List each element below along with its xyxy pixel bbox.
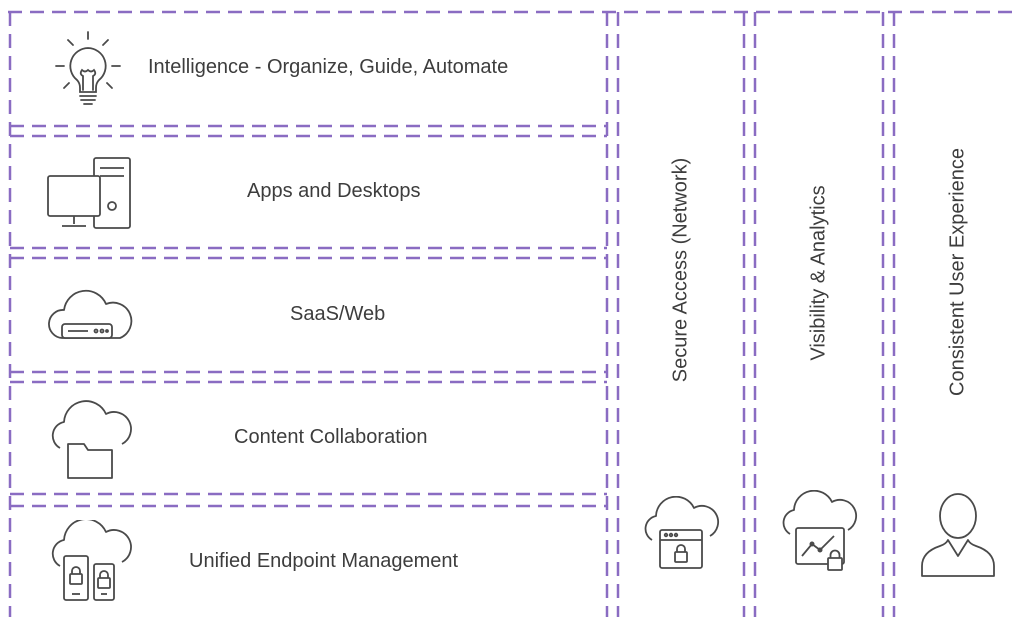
lightbulb-icon [55, 31, 121, 105]
layer-label-content: Content Collaboration [234, 426, 428, 448]
user-icon [921, 493, 995, 577]
cloud-devices-lock-icon [51, 520, 132, 601]
layer-label-intelligence: Intelligence - Organize, Guide, Automate [148, 56, 509, 78]
pillar-label-visibility: Visibility & Analytics [807, 185, 830, 361]
cloud-chart-lock-icon [782, 490, 857, 571]
layer-label-saas: SaaS/Web [290, 303, 386, 325]
cloud-folder-icon [51, 400, 132, 479]
cloud-server-icon [48, 289, 133, 339]
layer-label-uem: Unified Endpoint Management [189, 550, 459, 572]
layer-label-apps: Apps and Desktops [247, 180, 421, 202]
cloud-browser-lock-icon [644, 496, 719, 569]
pillar-label-user-experience: Consistent User Experience [946, 148, 969, 396]
pillar-label-secure-access: Secure Access (Network) [669, 157, 692, 383]
desktop-computer-icon [47, 157, 131, 229]
